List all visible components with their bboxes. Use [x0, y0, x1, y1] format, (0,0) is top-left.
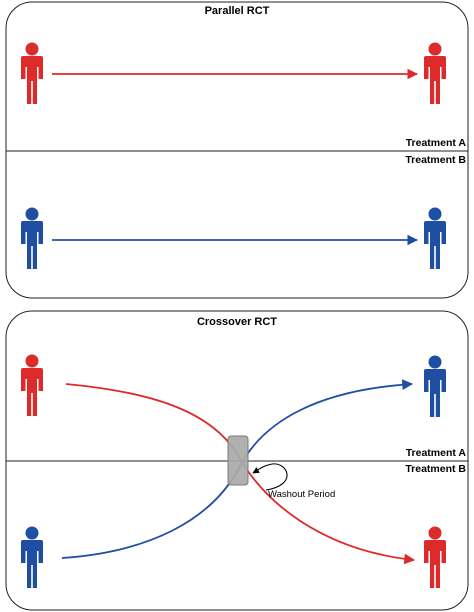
crossover-treatment-b-label: Treatment B	[405, 463, 466, 475]
parallel-rct-panel: Parallel RCT Treatment A Treatment B	[5, 1, 469, 299]
group-1-treatment-a-curve	[65, 383, 239, 456]
parallel-treatment-a-label: Treatment A	[406, 137, 467, 149]
washout-box	[227, 435, 249, 486]
crossover-treatment-a-label: Treatment A	[406, 447, 467, 459]
crossover-rct-panel: Crossover RCT Treatment A Treatment B Wa…	[5, 310, 469, 611]
group-2-treatment-b-curve	[61, 469, 239, 559]
washout-period-label: Washout Period	[268, 489, 335, 500]
parallel-treatment-b-label: Treatment B	[405, 154, 466, 166]
parallel-panel-border	[5, 1, 469, 299]
parallel-title: Parallel RCT	[205, 5, 270, 17]
washout-pointer-arrow	[252, 463, 288, 491]
crossover-title: Crossover RCT	[197, 316, 277, 328]
